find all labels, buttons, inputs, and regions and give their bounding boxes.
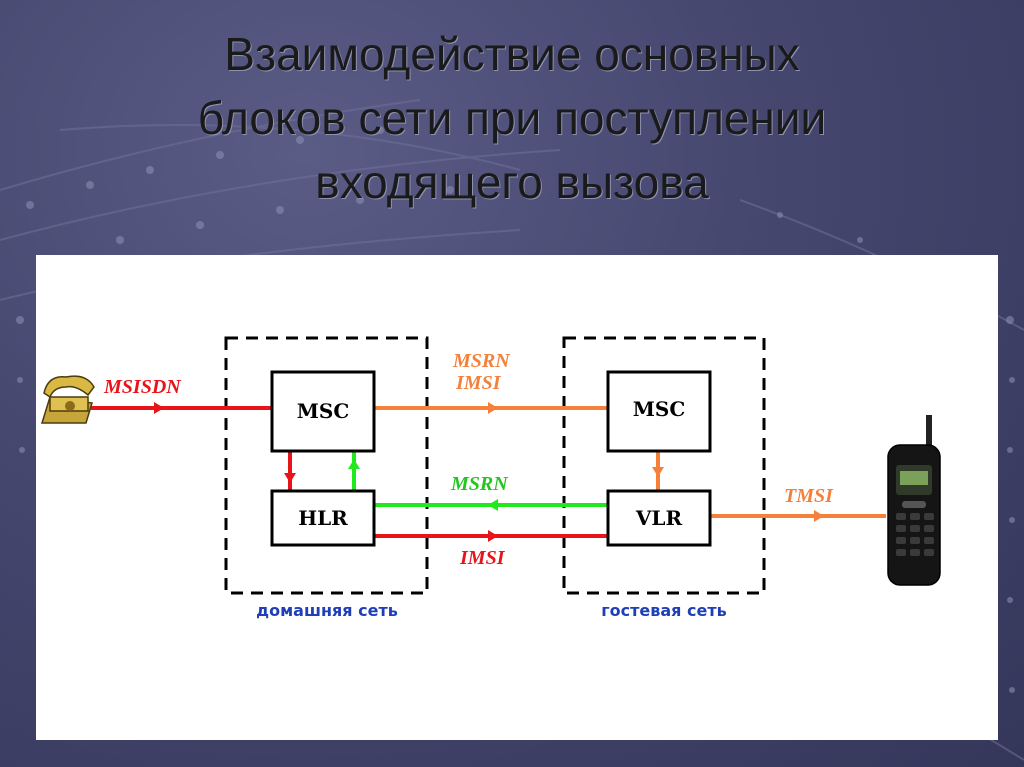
label-msrn-mid: MSRN — [450, 473, 509, 495]
title-line-3: входящего вызова — [315, 156, 709, 208]
msc-to-hlr-arrow — [284, 473, 296, 483]
landline-phone-icon — [40, 375, 95, 424]
home-msc-label: MSC — [297, 399, 350, 423]
msrn-imsi-top-arrow — [488, 402, 498, 414]
hlr-to-msc-arrow — [348, 459, 360, 469]
home-hlr-box: HLR — [270, 489, 376, 547]
guest-network-boundary — [562, 336, 766, 595]
home-hlr-label: HLR — [298, 506, 348, 530]
home-msc-box: MSC — [270, 370, 376, 453]
home-network-label: домашняя сеть — [256, 601, 398, 620]
label-imsi-bottom: IMSI — [459, 547, 506, 569]
msrn-mid-arrow — [488, 499, 498, 511]
guest-vlr-label: VLR — [635, 506, 683, 530]
guest-msc-vlr-arrow — [652, 467, 664, 477]
imsi-bottom-arrow — [488, 530, 498, 542]
network-diagram: MSC HLR MSC VLR MSISDN MSRN IMSI MSRN IM… — [40, 336, 941, 620]
guest-vlr-box: VLR — [606, 489, 712, 547]
label-msrn-top: MSRN — [452, 350, 511, 372]
diagram-panel: MSC HLR MSC VLR MSISDN MSRN IMSI MSRN IM… — [36, 255, 998, 740]
guest-msc-label: MSC — [633, 397, 686, 421]
guest-msc-box: MSC — [606, 370, 712, 453]
label-imsi-top: IMSI — [455, 372, 502, 394]
guest-network-label: гостевая сеть — [601, 601, 726, 620]
title-line-1: Взаимодействие основных — [224, 28, 800, 80]
mobile-phone-icon — [887, 415, 941, 586]
label-tmsi: TMSI — [784, 485, 834, 507]
tmsi-arrow — [814, 510, 824, 522]
slide-title: Взаимодействие основных блоков сети при … — [60, 22, 964, 214]
title-line-2: блоков сети при поступлении — [197, 92, 827, 144]
signal-lines — [91, 402, 886, 542]
home-network-boundary — [224, 336, 429, 595]
label-msisdn: MSISDN — [103, 376, 182, 398]
msisdn-arrow — [154, 402, 164, 414]
